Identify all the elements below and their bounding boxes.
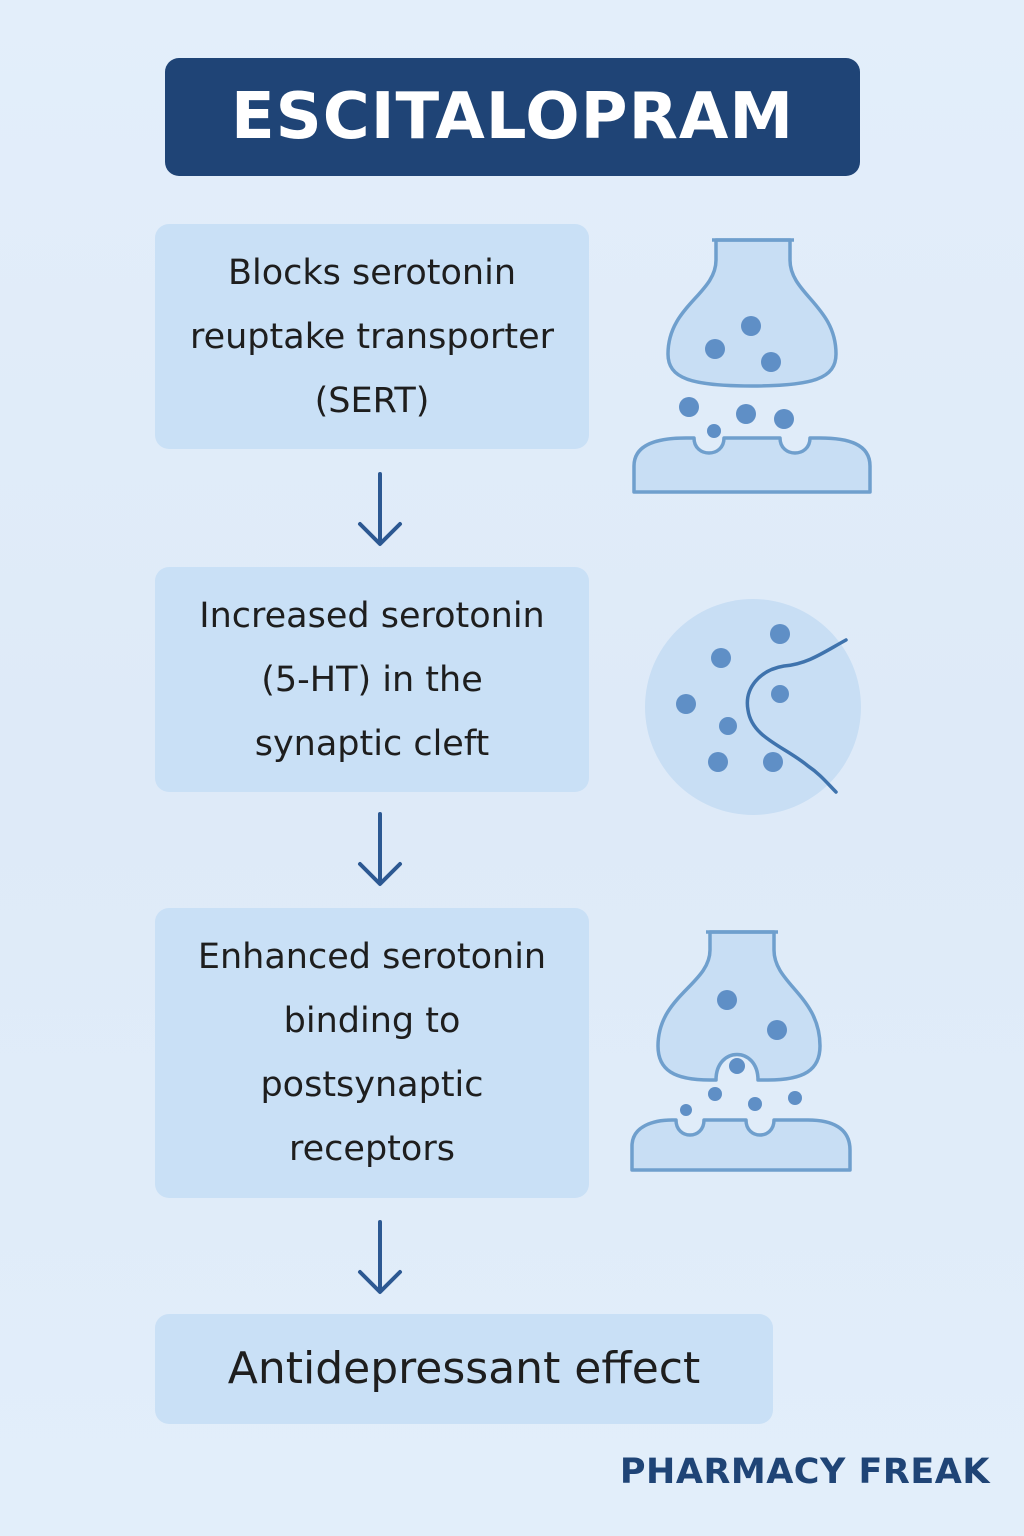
title-banner: ESCITALOPRAM (165, 58, 860, 176)
step-4-text: Antidepressant effect (227, 1343, 701, 1394)
synaptic-cleft-closeup-icon (645, 599, 861, 815)
step-box-4: Antidepressant effect (155, 1314, 773, 1424)
step-2-text: Increased serotonin (5-HT) in the synapt… (199, 595, 545, 764)
step-3-text: Enhanced serotonin binding to postsynapt… (197, 937, 547, 1169)
page-title: ESCITALOPRAM (230, 80, 795, 154)
down-arrow-icon (358, 1220, 402, 1294)
step-box-3: Enhanced serotonin binding to postsynapt… (155, 908, 589, 1198)
down-arrow-icon (358, 472, 402, 546)
step-box-2: Increased serotonin (5-HT) in the synapt… (155, 567, 589, 792)
receptor-binding-icon (630, 930, 852, 1172)
down-arrow-icon (358, 812, 402, 886)
step-1-text: Blocks serotonin reuptake transporter (S… (189, 252, 555, 421)
brand-logo: PHARMACY FREAK (619, 1452, 990, 1492)
step-box-1: Blocks serotonin reuptake transporter (S… (155, 224, 589, 449)
synapse-reuptake-icon (632, 238, 872, 494)
